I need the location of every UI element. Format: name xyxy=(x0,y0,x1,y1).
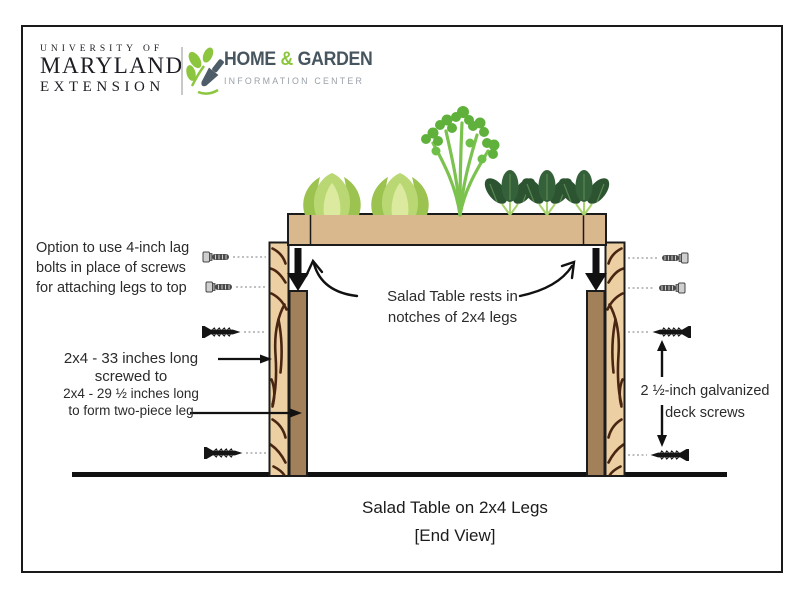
parsley-plant xyxy=(421,106,500,217)
leg-note-arrow-inner xyxy=(190,408,302,418)
leaf-trowel-icon xyxy=(186,47,224,95)
hgic-logo: HOME & GARDEN INFORMATION CENTER xyxy=(224,49,373,87)
hgic-logo-subtitle: INFORMATION CENTER xyxy=(224,76,365,87)
deck-screw-icon xyxy=(201,325,241,339)
lag-bolt-note-line: Option to use 4-inch lag xyxy=(36,240,190,256)
deck-screw-icon xyxy=(652,325,692,339)
lag-bolt-note: Option to use 4-inch lag bolts in place … xyxy=(36,238,216,298)
hgic-title-ampersand: & xyxy=(280,49,294,70)
right-inner-leg xyxy=(586,290,606,477)
left-inner-leg xyxy=(288,290,308,477)
notch-note-arrow-left xyxy=(304,258,359,298)
hgic-title-garden: GARDEN xyxy=(293,49,373,70)
umd-logo-line1: UNIVERSITY OF xyxy=(40,44,164,54)
lettuce-plant xyxy=(303,173,361,215)
hgic-logo-title: HOME & GARDEN xyxy=(224,49,373,71)
caption-title: Salad Table on 2x4 Legs xyxy=(362,498,548,517)
umd-logo-line3: EXTENSION xyxy=(40,79,165,95)
leg-note-line: 2x4 - 33 inches long xyxy=(63,350,199,367)
notch-note: Salad Table rests in notches of 2x4 legs xyxy=(365,286,540,328)
diagram-caption: Salad Table on 2x4 Legs [End View] xyxy=(305,494,605,550)
screw-note-arrow-up xyxy=(657,340,667,377)
diagram-border-frame xyxy=(21,25,783,573)
screw-note-arrow-down xyxy=(657,405,667,447)
leg-note-line: screwed to xyxy=(94,368,168,385)
lag-bolt-note-line: bolts in place of screws xyxy=(36,260,186,276)
screw-note: 2 ½-inch galvanized deck screws xyxy=(630,380,780,424)
deck-screw-icon xyxy=(650,448,690,462)
lag-bolt-icon xyxy=(661,252,689,264)
notch-note-line: notches of 2x4 legs xyxy=(387,309,518,326)
leg-note-arrow-outer xyxy=(218,354,272,364)
umd-extension-logo: UNIVERSITY OF MARYLAND EXTENSION xyxy=(40,44,184,96)
left-outer-leg xyxy=(268,241,290,477)
hgic-title-home: HOME xyxy=(224,49,281,70)
lettuce-plant xyxy=(371,173,429,215)
screw-note-line: 2 ½-inch galvanized xyxy=(640,383,770,399)
logo-divider xyxy=(181,47,183,95)
caption-view-label: [End View] xyxy=(414,526,496,545)
spinach-plant xyxy=(558,170,610,216)
screw-note-line: deck screws xyxy=(665,405,745,421)
umd-logo-line2: MARYLAND xyxy=(40,53,184,78)
leg-note: 2x4 - 33 inches long screwed to 2x4 - 29… xyxy=(42,350,220,419)
ground-line xyxy=(72,472,727,477)
lag-bolt-icon xyxy=(658,282,686,294)
lag-bolt-note-line: for attaching legs to top xyxy=(36,280,187,296)
table-top xyxy=(287,213,607,246)
right-notch-arrow xyxy=(585,248,607,291)
leg-note-line: to form two-piece leg xyxy=(68,402,194,418)
left-notch-arrow xyxy=(287,248,309,291)
leader-lines xyxy=(233,256,658,456)
notch-note-line: Salad Table rests in xyxy=(387,288,518,305)
notch-note-arrow-right xyxy=(518,260,576,298)
right-outer-leg xyxy=(604,241,626,477)
deck-screw-icon xyxy=(203,446,243,460)
leg-note-line: 2x4 - 29 ½ inches long xyxy=(63,386,199,401)
